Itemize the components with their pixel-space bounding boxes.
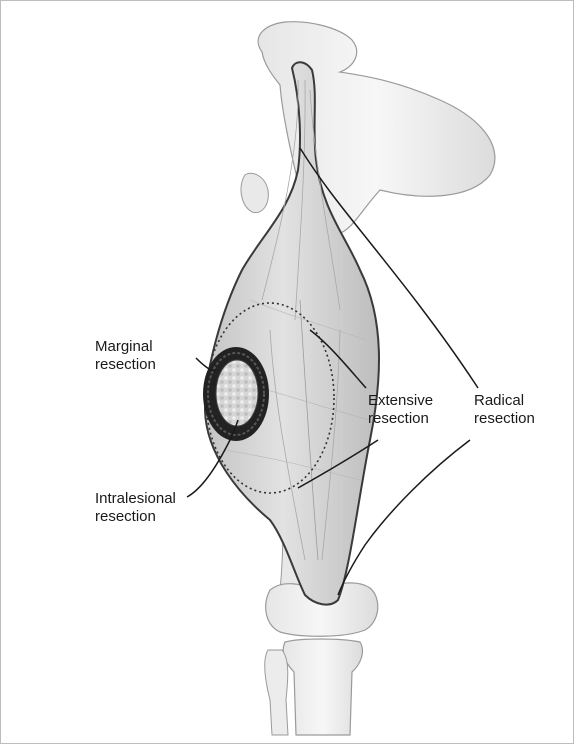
intralesional-line1: Intralesional — [95, 490, 176, 508]
marginal-line2: resection — [95, 356, 156, 374]
label-intralesional-resection: Intralesional resection — [95, 490, 176, 526]
label-marginal-resection: Marginal resection — [95, 338, 156, 374]
label-radical-resection: Radical resection — [474, 392, 535, 428]
intralesional-line2: resection — [95, 508, 176, 526]
radical-line1: Radical — [474, 392, 535, 410]
lesser-trochanter — [241, 173, 268, 212]
extensive-line2: resection — [368, 410, 433, 428]
extensive-line1: Extensive — [368, 392, 433, 410]
radical-line2: resection — [474, 410, 535, 428]
marginal-line1: Marginal — [95, 338, 156, 356]
label-extensive-resection: Extensive resection — [368, 392, 433, 428]
